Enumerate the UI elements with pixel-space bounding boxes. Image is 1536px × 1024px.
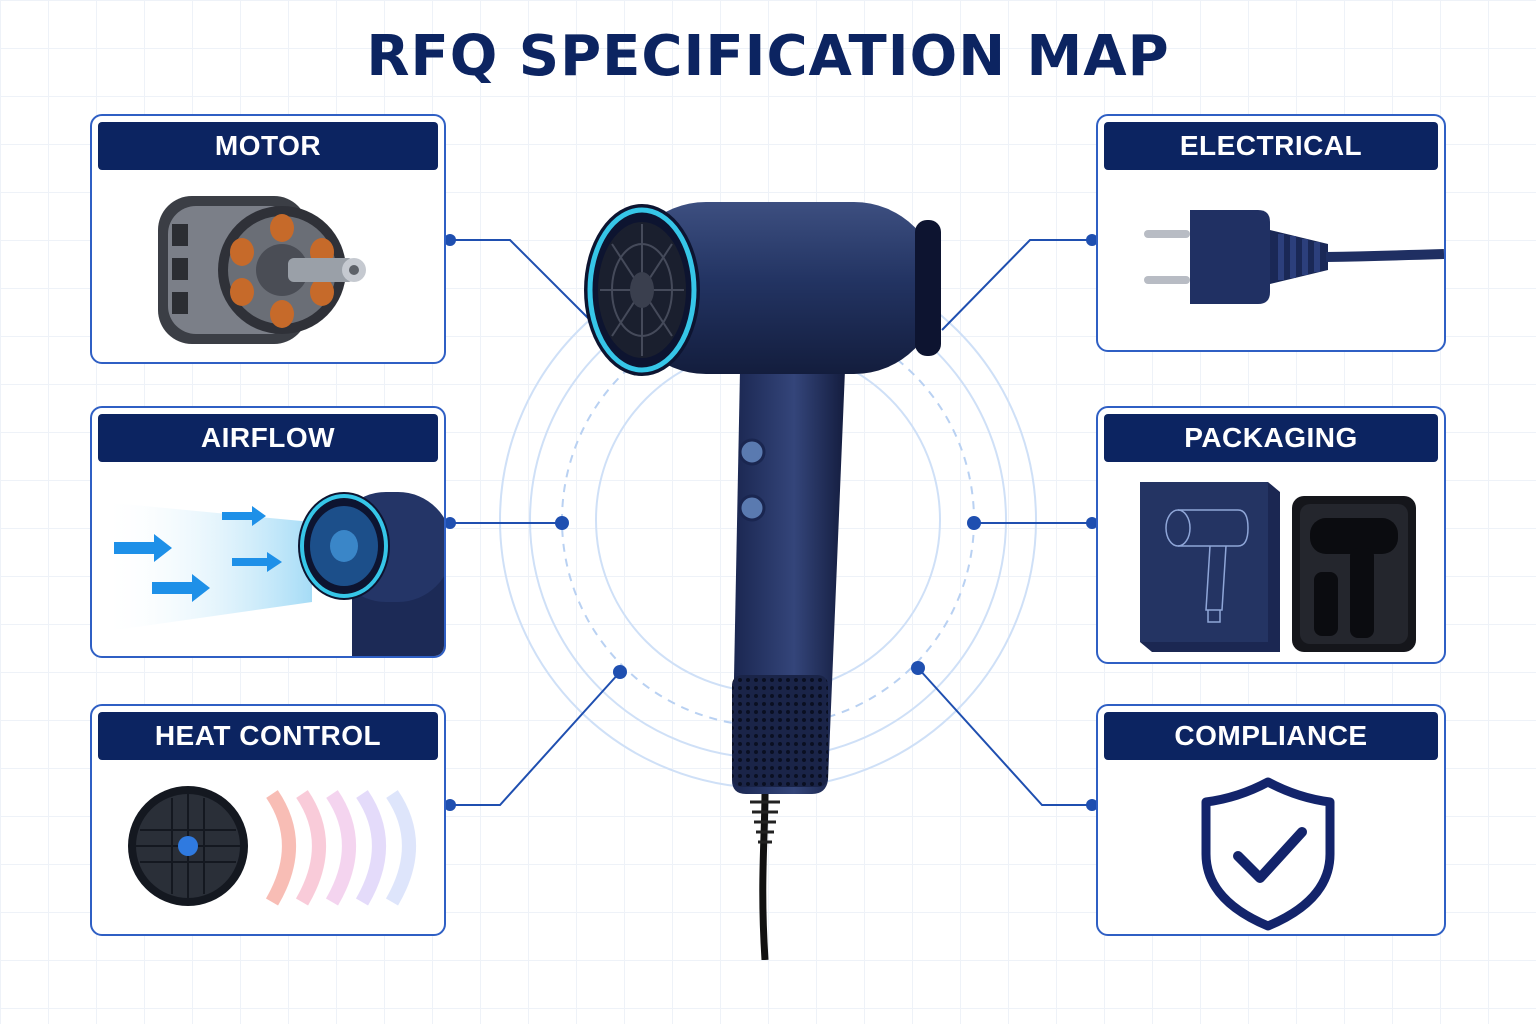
category-card-packaging: PACKAGING [1096, 406, 1446, 664]
plug-icon [1144, 210, 1444, 304]
category-card-compliance: COMPLIANCE [1096, 704, 1446, 936]
connector-dot [444, 799, 456, 811]
connector-heat-control [450, 671, 621, 806]
hair-dryer-icon [584, 202, 941, 960]
category-title-airflow: AIRFLOW [98, 414, 438, 462]
connector-dot [555, 516, 569, 530]
connector-dot [911, 661, 925, 675]
connector-electrical [941, 239, 1092, 331]
category-card-heat-control: HEAT CONTROL [90, 704, 446, 936]
connector-dot [967, 516, 981, 530]
category-card-electrical: ELECTRICAL [1096, 114, 1446, 352]
category-title-electrical: ELECTRICAL [1104, 122, 1438, 170]
connector-motor [450, 239, 601, 331]
category-title-packaging: PACKAGING [1104, 414, 1438, 462]
shield-check-icon [1201, 777, 1335, 931]
page-title: RFQ SPECIFICATION MAP [366, 24, 1170, 89]
connector-dot [1086, 234, 1098, 246]
packaging-box-icon [1140, 482, 1416, 652]
category-card-airflow: AIRFLOW [90, 406, 446, 658]
connector-dot [1086, 517, 1098, 529]
connector-dot [444, 234, 456, 246]
motor-icon [158, 196, 366, 344]
connector-dot [1086, 799, 1098, 811]
category-card-motor: MOTOR [90, 114, 446, 364]
connector-dot [444, 517, 456, 529]
heat-control-icon [128, 786, 416, 906]
category-title-heat-control: HEAT CONTROL [98, 712, 438, 760]
category-title-compliance: COMPLIANCE [1104, 712, 1438, 760]
connector-dot [613, 665, 627, 679]
airflow-icon [102, 492, 444, 656]
connector-compliance [917, 667, 1092, 806]
category-title-motor: MOTOR [98, 122, 438, 170]
